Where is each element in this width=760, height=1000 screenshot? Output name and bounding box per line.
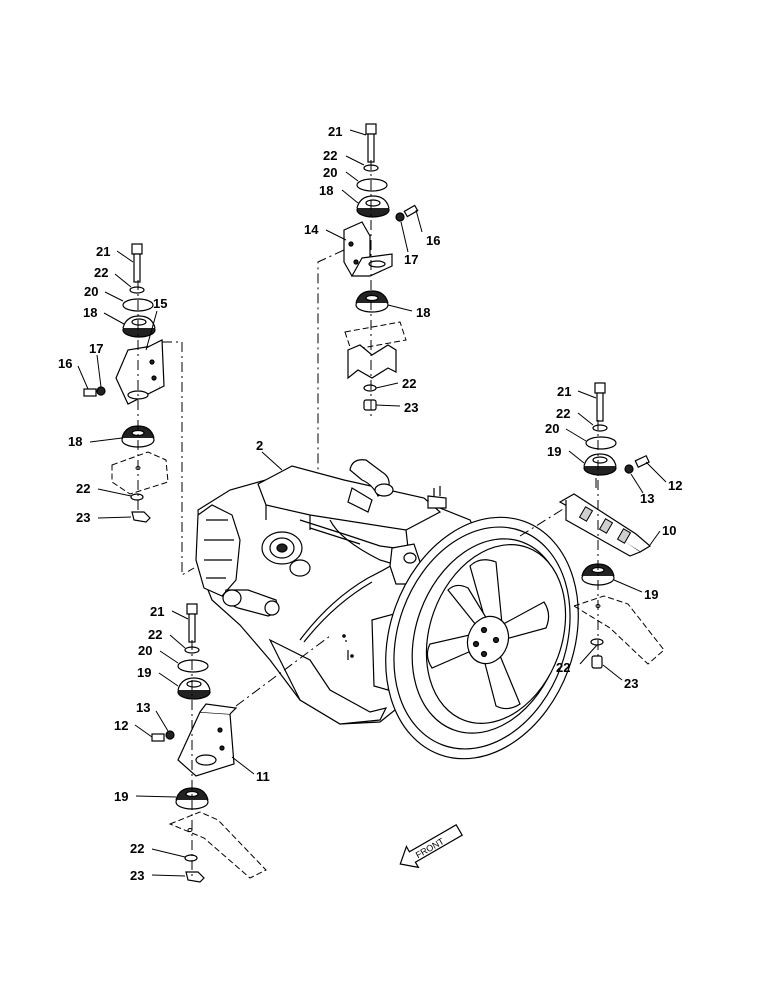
callout-23-right-lower: 23 — [624, 676, 638, 691]
callout-23-bottom: 23 — [130, 868, 144, 883]
callout-18-left: 18 — [83, 305, 97, 320]
callout-21-lower: 21 — [150, 604, 164, 619]
callout-16-top: 16 — [426, 233, 440, 248]
callout-20-top: 20 — [323, 165, 337, 180]
callout-16-left: 16 — [58, 356, 72, 371]
callout-19-lower: 19 — [137, 665, 151, 680]
callout-20-lower: 20 — [138, 643, 152, 658]
callout-22-left: 22 — [94, 265, 108, 280]
lock-washer-17 — [395, 212, 405, 222]
left-upper-mount-assembly — [83, 243, 195, 576]
callout-10: 10 — [662, 523, 676, 538]
callout-labels: 21 22 20 18 16 14 17 18 22 23 21 22 20 1… — [58, 124, 682, 883]
washer-plate — [356, 178, 388, 192]
bolt-shank — [367, 133, 375, 163]
callout-17-left: 17 — [89, 341, 103, 356]
washer — [592, 424, 608, 432]
bolt-head — [131, 243, 143, 255]
bolt-head — [186, 603, 198, 615]
callout-leaders — [77, 129, 667, 877]
callout-21-top: 21 — [328, 124, 342, 139]
callout-21-left: 21 — [96, 244, 110, 259]
washer — [129, 286, 145, 294]
callout-22-bottom: 22 — [130, 841, 144, 856]
callout-20-left: 20 — [84, 284, 98, 299]
nut-23 — [363, 399, 377, 411]
front-arrow-icon: FRONT — [399, 823, 463, 869]
callout-13-right: 13 — [640, 491, 654, 506]
washer — [130, 493, 144, 501]
callout-22-lower: 22 — [148, 627, 162, 642]
bolt-16 — [403, 204, 419, 218]
callout-18-left-lower: 18 — [68, 434, 82, 449]
flywheel-housing — [195, 504, 241, 597]
nut-23 — [131, 511, 151, 523]
frame-plate — [347, 344, 397, 380]
washer-plate — [585, 436, 617, 450]
callout-15: 15 — [153, 296, 167, 311]
nut-23 — [591, 655, 603, 669]
lower-left-mount-assembly — [151, 603, 331, 883]
washer — [590, 638, 604, 646]
callout-21-right: 21 — [557, 384, 571, 399]
nut-23 — [185, 871, 205, 883]
callout-23-mid: 23 — [404, 400, 418, 415]
washer-plate — [177, 659, 209, 673]
bolt-12 — [634, 454, 650, 468]
bracket-11 — [177, 711, 235, 777]
oil-pan — [268, 638, 388, 725]
bolt-shank — [596, 392, 604, 422]
lock-washer-17 — [96, 386, 106, 396]
top-mount-assembly — [305, 123, 419, 506]
callout-22-mid: 22 — [402, 376, 416, 391]
callout-18-mid: 18 — [416, 305, 430, 320]
callout-20-right: 20 — [545, 421, 559, 436]
callout-12-lower: 12 — [114, 718, 128, 733]
bolt-12 — [151, 733, 165, 742]
engine-body — [195, 459, 597, 760]
callout-17-top: 17 — [404, 252, 418, 267]
lock-washer-13 — [624, 464, 634, 474]
bolt-16 — [83, 388, 97, 397]
callout-14: 14 — [304, 222, 319, 237]
callout-2: 2 — [256, 438, 263, 453]
callout-11: 11 — [256, 769, 270, 784]
bolt-shank — [133, 253, 141, 283]
callout-19-right-lower: 19 — [644, 587, 658, 602]
lock-washer-13 — [165, 730, 175, 740]
callout-22-left-lower: 22 — [76, 481, 90, 496]
callout-18-top: 18 — [319, 183, 333, 198]
washer — [363, 384, 377, 392]
callout-23-left-lower: 23 — [76, 510, 90, 525]
cooling-fan — [426, 559, 550, 710]
callout-12-right: 12 — [668, 478, 682, 493]
washer — [184, 854, 198, 862]
bolt-shank — [188, 613, 196, 643]
callout-22-top: 22 — [323, 148, 337, 163]
callout-22-right: 22 — [556, 406, 570, 421]
bolt-head — [594, 382, 606, 394]
right-mount-assembly — [558, 382, 665, 669]
bolt-head — [365, 123, 377, 135]
callout-22-right-lower: 22 — [556, 660, 570, 675]
callout-19-right: 19 — [547, 444, 561, 459]
callout-13-lower: 13 — [136, 700, 150, 715]
callout-19-lower-2: 19 — [114, 789, 128, 804]
